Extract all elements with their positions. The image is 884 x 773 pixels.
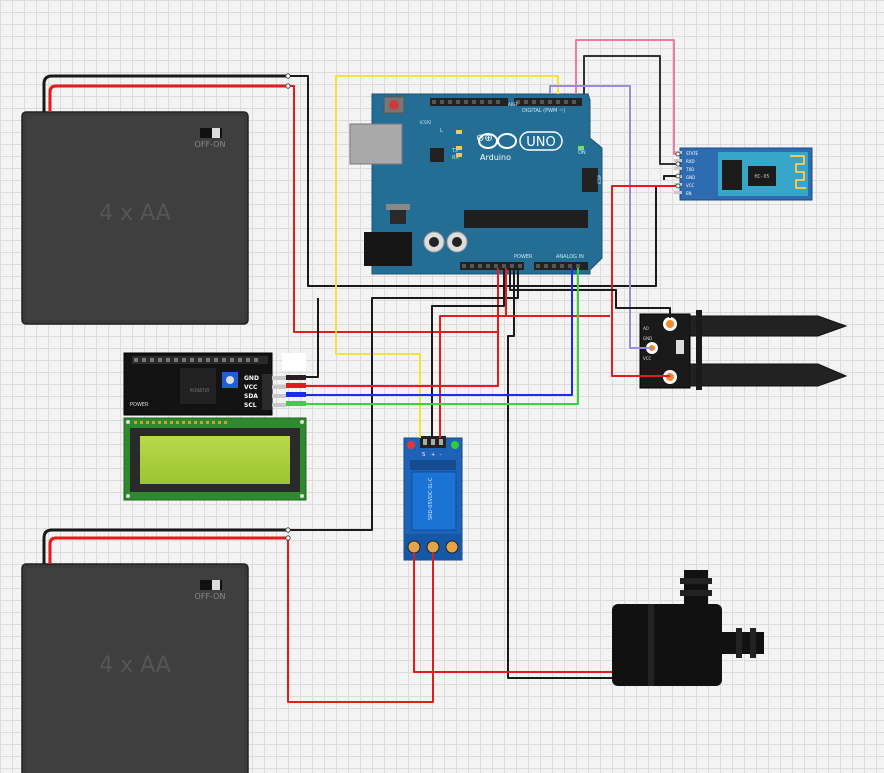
bluetooth-model: HC-05: [754, 174, 769, 180]
battery-bottom-label: 4 x AA: [99, 653, 171, 678]
arduino-brand: Arduino: [480, 153, 511, 162]
relay-pin-minus: -: [440, 452, 442, 458]
bt-pin-gnd: GND: [686, 175, 695, 180]
arduino-logo-symbol: ⊖⊕: [476, 133, 493, 144]
relay-pin-s: S: [422, 452, 425, 458]
battery-bottom-switch[interactable]: [200, 580, 222, 590]
relay-text: SRD-05VDC-SL-C: [428, 477, 434, 520]
bluetooth-module[interactable]: HC-05 STATE RXD TXD GND VCC EN: [674, 147, 813, 201]
bt-pin-vcc: VCC: [686, 183, 695, 188]
lcd-pin-sda: SDA: [244, 393, 258, 400]
bt-pin-state: STATE: [686, 151, 699, 156]
atmega-chip: [464, 210, 588, 228]
bt-pin-rxd: RXD: [686, 159, 695, 164]
battery-bottom-switch-label: OFF-ON: [195, 592, 226, 601]
bt-pin-txd: TXD: [685, 167, 694, 172]
battery-top-switch[interactable]: [200, 128, 222, 138]
power-jack: [364, 232, 412, 266]
l-label: L: [440, 128, 443, 134]
aref-label: AREF: [508, 102, 519, 107]
soil-pin-gnd: GND: [643, 336, 652, 341]
reset-button[interactable]: [389, 100, 399, 110]
lcd-power-label: POWER: [130, 402, 149, 408]
lcd-screen: [140, 436, 290, 484]
relay-module[interactable]: S + - SRD-05VDC-SL-C: [403, 436, 463, 561]
digital-label: DIGITAL (PWM ~): [522, 108, 565, 114]
battery-pack-top[interactable]: 4 x AA OFF-ON: [21, 111, 249, 325]
wires: [42, 39, 678, 703]
power-label: POWER: [514, 254, 533, 260]
lcd-pin-scl: SCL: [244, 402, 257, 409]
rx-label: RX: [452, 155, 459, 161]
bt-pin-en: EN: [686, 191, 692, 196]
icsp2-label: ICSP2: [420, 120, 432, 125]
relay-pin-plus: +: [431, 452, 435, 458]
analog-label: ANALOG IN: [556, 254, 584, 260]
lcd-chip: PCF8574T: [190, 388, 210, 393]
icsp-label: ICSP: [597, 174, 602, 184]
icsp-header: [582, 168, 598, 192]
lcd-pin-vcc: VCC: [244, 384, 258, 391]
soil-pin-vcc: VCC: [643, 356, 652, 361]
battery-pack-bottom[interactable]: 4 x AA OFF-ON: [21, 563, 249, 773]
soil-pin-ao: AO: [643, 326, 649, 331]
arduino-model: UNO: [526, 135, 555, 150]
battery-top-switch-label: OFF-ON: [195, 140, 226, 149]
lcd-i2c-display[interactable]: PCF8574T POWER GND VCC SDA SCL: [123, 352, 307, 501]
on-label: ON: [578, 150, 586, 156]
soil-moisture-sensor[interactable]: AO GND VCC: [639, 310, 848, 390]
water-pump[interactable]: [612, 570, 764, 686]
battery-top-label: 4 x AA: [99, 201, 171, 226]
arduino-uno-board[interactable]: ⊖⊕ UNO Arduino DIGITAL (PWM ~) POWER ANA…: [349, 93, 603, 275]
lcd-pin-gnd: GND: [244, 375, 259, 382]
usb-port: [349, 123, 403, 165]
wire-endpoints: [285, 73, 681, 541]
tx-label: TX: [451, 148, 459, 154]
